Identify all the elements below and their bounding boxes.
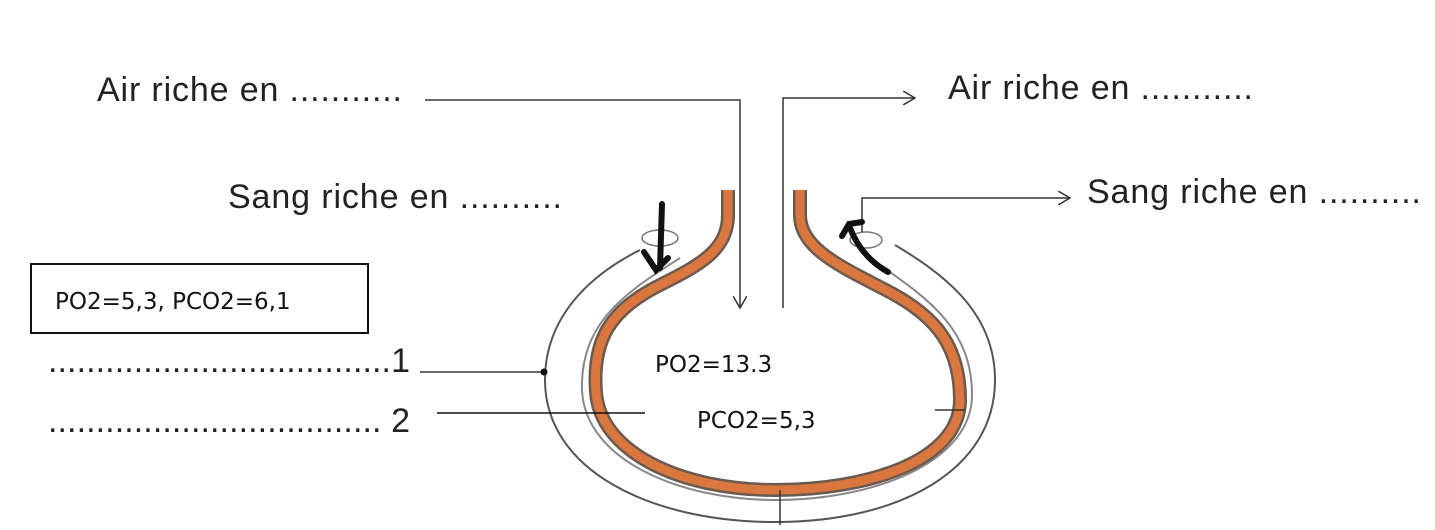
blood-out-arrow — [861, 198, 1070, 232]
air-out-label: Air riche en ........... — [948, 69, 1253, 107]
alveolus-pco2: PCO2=5,3 — [697, 408, 816, 434]
blood-pressure-box — [30, 263, 369, 334]
air-in-label: Air riche en ........... — [97, 71, 402, 109]
alveolus-po2: PO2=13.3 — [655, 352, 772, 378]
alveolar-wall-fill — [590, 190, 965, 495]
part-2-label: ................................... 2 — [48, 402, 410, 440]
part-1-label: ....................................1 — [48, 342, 410, 380]
air-out-arrow — [782, 98, 915, 308]
blood-flow-in-arrow — [641, 201, 671, 275]
blood-in-label: Sang riche en .......... — [228, 178, 562, 216]
blood-flow-out-arrow — [839, 219, 891, 275]
capillary-end-right — [849, 231, 883, 249]
capillary-outer-wall — [543, 244, 997, 524]
leader-dot-1 — [540, 368, 548, 376]
capillary-inner-wall — [580, 257, 974, 502]
blood-pressure-values: PO2=5,3, PCO2=6,1 — [55, 289, 291, 315]
alveolar-wall — [588, 190, 968, 498]
blood-out-label: Sang riche en .......... — [1087, 173, 1421, 211]
air-in-arrow — [425, 99, 740, 308]
